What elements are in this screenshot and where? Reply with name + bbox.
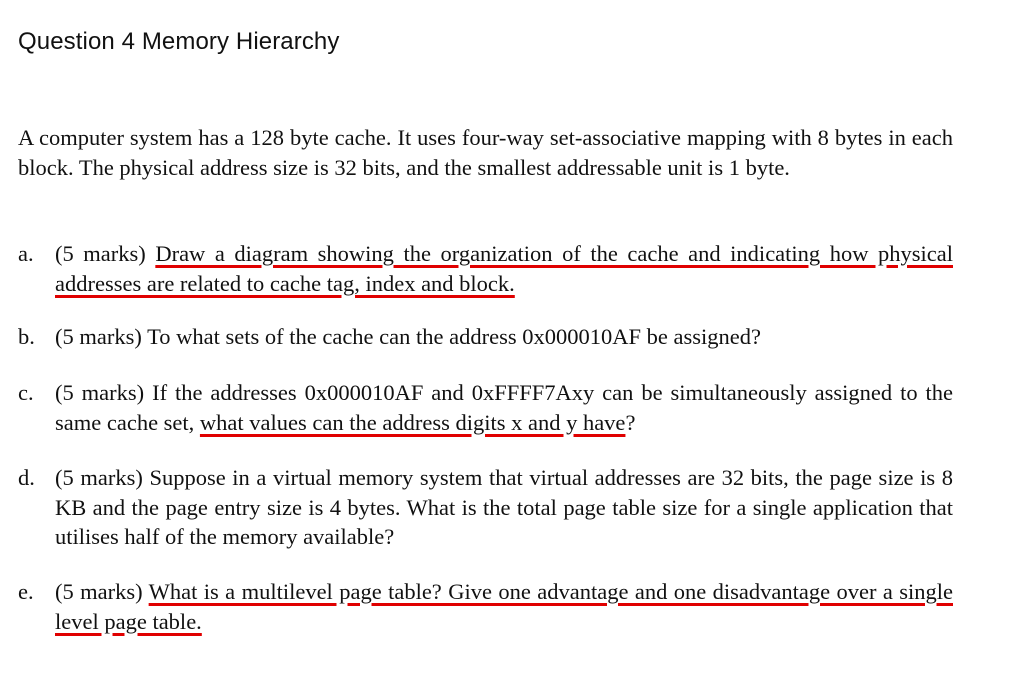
question-body: (5 marks) What is a multilevel page tabl… [55,577,953,636]
marks: (5 marks) [55,465,143,490]
question-text: To what sets of the cache can the addres… [147,324,761,349]
question-body: (5 marks) If the addresses 0x000010AF an… [55,378,953,437]
marks: (5 marks) [55,380,145,405]
question-body: (5 marks) Suppose in a virtual memory sy… [55,463,953,552]
question-d: d. (5 marks) Suppose in a virtual memory… [18,463,953,552]
question-body: (5 marks) To what sets of the cache can … [55,322,953,352]
underlined-text: Draw a diagram showing the organization … [55,241,953,296]
question-label: d. [18,465,35,490]
marks: (5 marks) [55,241,146,266]
question-label: e. [18,579,34,604]
question-body: (5 marks) Draw a diagram showing the org… [55,239,953,298]
question-a: a. (5 marks) Draw a diagram showing the … [18,239,953,298]
question-label: a. [18,241,34,266]
question-b: b. (5 marks) To what sets of the cache c… [18,322,953,352]
marks: (5 marks) [55,579,143,604]
question-e: e. (5 marks) What is a multilevel page t… [18,577,953,636]
question-label: b. [18,324,35,349]
marks: (5 marks) [55,324,142,349]
question-c: c. (5 marks) If the addresses 0x000010AF… [18,378,953,437]
question-text: If the addresses 0x000010AF and 0xFFFF7A… [55,380,953,435]
question-label: c. [18,380,34,405]
question-tail: ? [625,409,636,435]
question-text: Suppose in a virtual memory system that … [55,465,953,549]
question-intro: A computer system has a 128 byte cache. … [18,125,953,180]
underlined-text: what values can the address digits x and… [199,409,626,435]
underlined-text: What is a multilevel page table? Give on… [55,579,953,634]
question-heading: Question 4 Memory Hierarchy [18,28,340,55]
